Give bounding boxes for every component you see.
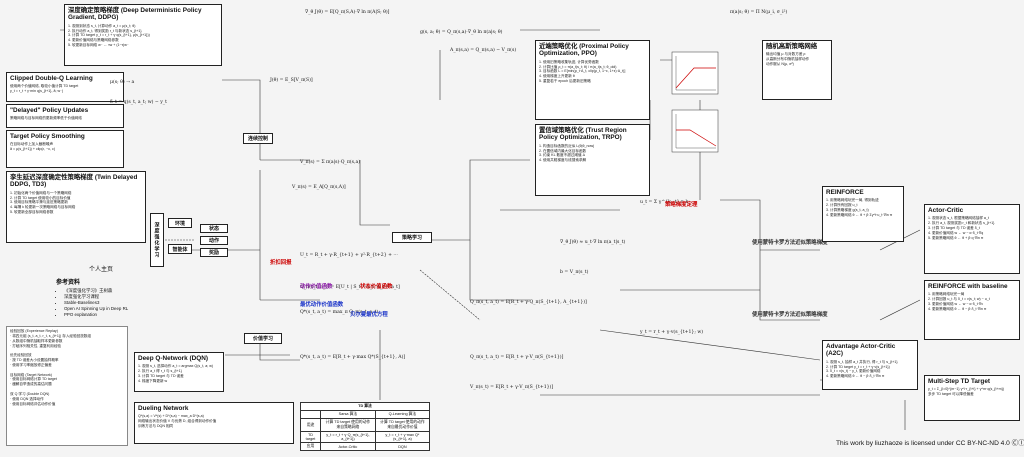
dueling-box: Dueling Network Q*(s,a) = V*(s) + D*(s,a… bbox=[134, 402, 294, 444]
a2c-title: Advantage Actor-Critic (A2C) bbox=[826, 343, 896, 358]
formula-1: μ(s; θ) → a bbox=[110, 80, 135, 85]
formula-8: V_π(s) = E_A[Q_π(s,A)] bbox=[292, 185, 346, 190]
formula-4: ∇_θ J(θ) = E[Q_π(S,A)·∇ ln π(A|S; θ)] bbox=[305, 10, 390, 15]
highlight-pg-theorem: 策略梯度定理 bbox=[665, 202, 698, 208]
formula-20: π(a|s; θ) = Π N(μ_i, σ_i²) bbox=[730, 10, 788, 15]
table-caption: TD 算法 bbox=[300, 402, 430, 411]
dueling-title: Dueling Network bbox=[138, 405, 189, 412]
table-row-name: 用途 bbox=[300, 418, 321, 432]
formula-14: Q_π(s_t, a_t) = E[R_t + γ·V_π(S_{t+1})] bbox=[470, 355, 564, 360]
references-panel: 个人主页 参考资料 《深度强化学习》王树森 深度强化学习课程 Stable-Ba… bbox=[56, 264, 146, 320]
highlight-discounted-return: 折扣回报 bbox=[270, 260, 292, 266]
node-env: 环境 bbox=[168, 218, 192, 228]
a2c-box: Advantage Actor-Critic (A2C) 1. 观测 s_t, … bbox=[822, 340, 918, 390]
ref-item[interactable]: Stable-Baselines3 bbox=[64, 300, 146, 306]
formula-13: Q_π(s_t, a_t) = E[R_t + γ·Q_π(S_{t+1}, A… bbox=[470, 300, 587, 305]
formula-9: U_t = R_t + γ·R_{t+1} + γ²·R_{t+2} + ⋯ bbox=[300, 253, 398, 258]
highlight-action-value: 动作价值函数 bbox=[300, 284, 333, 290]
cc-icon: Ⓒ bbox=[1011, 440, 1019, 447]
license-line[interactable]: This work by liuzhaoze is licensed under… bbox=[836, 440, 1010, 447]
ddpg-title: 深度确定策略梯度 (Deep Deterministic Policy Grad… bbox=[68, 7, 202, 22]
license-text: This work by liuzhaoze is licensed under… bbox=[836, 437, 1024, 447]
node-agent: 智能体 bbox=[168, 244, 192, 254]
trpo-box: 置信域策略优化 (Trust Region Policy Optimizatio… bbox=[535, 124, 650, 196]
table-cell: DQN bbox=[374, 442, 431, 451]
formula-10: Q_π(s_t, a_t) = E[U_t | S_t = s_t, A_t =… bbox=[300, 285, 400, 290]
references-title: 参考资料 bbox=[56, 280, 81, 286]
clipped-title: Clipped Double-Q Learning bbox=[10, 75, 93, 82]
node-state: 状态 bbox=[200, 224, 228, 233]
formula-3: J(θ) = E_S[V_π(S)] bbox=[270, 78, 313, 83]
formula-17: b = V_π(s_t) bbox=[560, 270, 589, 275]
node-sim-control: 连续控制 bbox=[243, 133, 273, 144]
multistep-box: Multi-Step TD Target y_t = Σ_{i=0}^{m−1}… bbox=[924, 375, 1020, 421]
reinforce-title: REINFORCE bbox=[826, 189, 864, 196]
formula-15: V_π(s_t) = E[R_t + γ·V_π(S_{t+1})] bbox=[470, 385, 554, 390]
trpo-title: 置信域策略优化 (Trust Region Policy Optimizatio… bbox=[539, 127, 627, 142]
formula-7: V_π(s) = Σ π(a|s)·Q_π(s,a) bbox=[300, 160, 360, 165]
table-col-sarsa: Sarsa 算法 bbox=[320, 410, 376, 419]
table-row-name: TD target bbox=[300, 431, 321, 443]
table-cell: 计算 TD target 使用的动作来自最优动作价值 bbox=[374, 418, 431, 432]
highlight-state-value: 状态价值函数 bbox=[360, 284, 393, 290]
ppo-box: 近端策略优化 (Proximal Policy Optimization, PP… bbox=[535, 40, 650, 120]
table-col-qlearning: Q-Learning 算法 bbox=[374, 410, 431, 419]
table-row-name: 应用 bbox=[300, 442, 321, 451]
formula-6: A_π(s,a) = Q_π(s,a) − V_π(s) bbox=[450, 48, 517, 53]
table-cell: Actor-Critic bbox=[320, 442, 376, 451]
actor-critic-title: Actor-Critic bbox=[928, 207, 964, 214]
smoothing-title: Target Policy Smoothing bbox=[10, 133, 85, 140]
multistep-title: Multi-Step TD Target bbox=[928, 378, 991, 385]
td-compare-table: TD 算法 Sarsa 算法 Q-Learning 算法 用途 计算 TD ta… bbox=[300, 402, 431, 451]
node-deep-rl: 深度强化学习 bbox=[150, 213, 164, 267]
formula-11: Q*(s_t, a_t) = max_π Q_π(s_t, a_t) bbox=[300, 310, 379, 315]
ppo-title: 近端策略优化 (Proximal Policy Optimization, PP… bbox=[539, 43, 629, 58]
table-cell: y_t = r_t + γ·Q_π(s_{t+1}, a_{t+1}) bbox=[320, 431, 376, 443]
reinforce-baseline-title: REINFORCE with baseline bbox=[928, 283, 1008, 290]
by-icon: Ⓘ bbox=[1018, 440, 1024, 447]
clipped-double-q-box: Clipped Double-Q Learning 使用两个价值网络, 取较小值… bbox=[6, 72, 124, 102]
personal-homepage-link[interactable]: 个人主页 bbox=[88, 267, 113, 273]
td3-title: 孪生延迟深度确定性策略梯度 (Twin Delayed DDPG, TD3) bbox=[10, 174, 138, 189]
ref-item[interactable]: 《深度强化学习》王树森 bbox=[64, 288, 146, 294]
node-reward: 奖励 bbox=[200, 248, 228, 257]
table-cell: 计算 TD target 使用的动作来自策略网络 bbox=[320, 418, 376, 432]
node-policy-learning: 策略学习 bbox=[392, 232, 432, 243]
node-action: 动作 bbox=[200, 236, 228, 245]
ddpg-box: 深度确定策略梯度 (Deep Deterministic Policy Grad… bbox=[64, 4, 222, 66]
table-cell: y_t = r_t + γ·max Q*(s_{t+1}, a) bbox=[374, 431, 431, 443]
formula-5: g(s, a; θ) = Q_π(s,a)·∇_θ ln π(a|s; θ) bbox=[420, 30, 503, 35]
td3-box: 孪生延迟深度确定性策略梯度 (Twin Delayed DDPG, TD3) 1… bbox=[6, 171, 146, 243]
delayed-title: "Delayed" Policy Updates bbox=[10, 107, 89, 114]
label-mc-pg-2: 使用蒙特卡罗方法近似策略梯度 bbox=[752, 312, 828, 318]
formula-18: u_t = Σ γ^{k−t}·r_k bbox=[640, 200, 689, 205]
ref-item[interactable]: Open AI Spinning Up in Deep RL bbox=[64, 306, 146, 312]
label-mc-pg: 使用蒙特卡罗方法近似策略梯度 bbox=[752, 240, 828, 246]
ref-item[interactable]: 深度强化学习课程 bbox=[64, 294, 146, 300]
formula-12: Q*(s_t, a_t) = E[R_t + γ·max Q*(S_{t+1},… bbox=[300, 355, 406, 360]
dqn-title: Deep Q-Network (DQN) bbox=[138, 355, 208, 362]
highlight-bellman: 贝尔曼最优方程 bbox=[350, 312, 388, 318]
node-value-learning: 价值学习 bbox=[244, 333, 282, 344]
formula-16: ∇_θ J(θ) ≈ u_t·∇ ln π(a_t|s_t) bbox=[560, 240, 626, 245]
formula-2: δ_t = q(s_t, a_t; w) − y_t bbox=[110, 100, 167, 105]
formula-19: y_t = r_t + γ·v(s_{t+1}; w) bbox=[640, 330, 704, 335]
random-policy-title: 随机高斯策略网络 bbox=[766, 43, 818, 50]
dqn-box: Deep Q-Network (DQN) 1. 观测 s_t, 选择动作 a_t… bbox=[134, 352, 224, 392]
ref-item[interactable]: PPO explanation bbox=[64, 312, 146, 318]
highlight-optimal-value: 最优动作价值函数 bbox=[300, 302, 344, 308]
replay-notes-box: 经验回放 (Experience Replay)· 将四元组 (s_t, a_t… bbox=[6, 326, 128, 446]
ppo-clip-chart bbox=[671, 51, 719, 153]
delayed-updates-box: "Delayed" Policy Updates 策略网络与目标网络的更新频率低… bbox=[6, 104, 124, 128]
